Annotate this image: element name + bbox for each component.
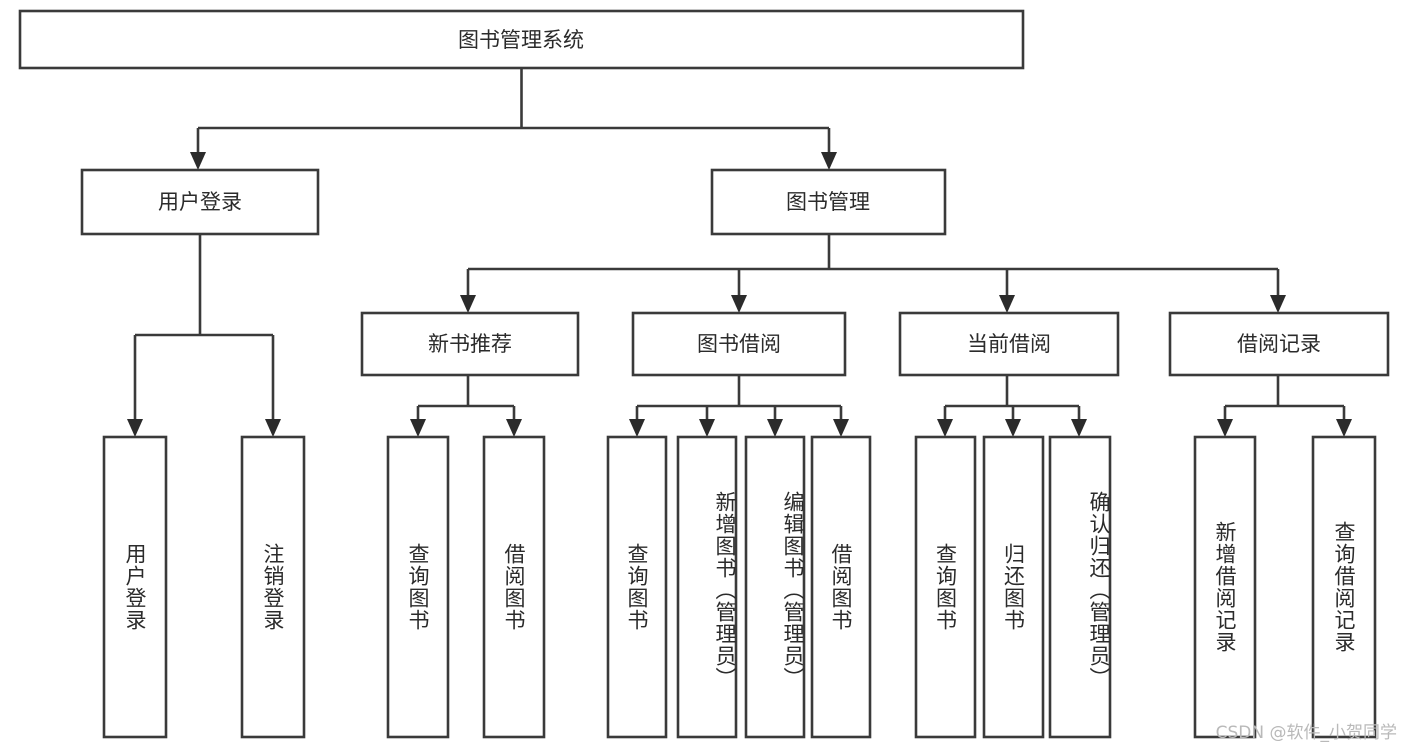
node-label-book-mgmt: 图书管理 (786, 190, 870, 214)
arrow-borrow-child-2 (699, 419, 715, 437)
node-label-current-borrow: 当前借阅 (967, 332, 1051, 356)
node-box-user-login[interactable] (80, 168, 320, 236)
node-layer: 图书管理系统 用户登录 图书管理 新书推荐 图书借阅 当前借阅 借阅记录 (18, 9, 1390, 739)
connector-layer (127, 68, 1352, 437)
node-label-borrow-record: 借阅记录 (1237, 332, 1321, 356)
node-box-leaf-query-book-1[interactable] (386, 435, 450, 739)
arrow-bookmgmt-child-4 (1270, 295, 1286, 313)
arrow-bookmgmt-child-2 (731, 295, 747, 313)
node-box-leaf-query-book-3[interactable] (914, 435, 977, 739)
node-box-leaf-borrow-book-1[interactable] (482, 435, 546, 739)
node-box-leaf-edit-book[interactable] (744, 435, 806, 739)
arrow-borrow-child-1 (629, 419, 645, 437)
arrow-root-to-user-login (190, 152, 206, 170)
node-box-leaf-query-book-2[interactable] (606, 435, 668, 739)
arrow-borrow-child-3 (767, 419, 783, 437)
node-box-new-book-rec[interactable] (360, 311, 580, 377)
arrow-newbook-child-1 (410, 419, 426, 437)
arrow-current-child-3 (1071, 419, 1087, 437)
arrow-borrow-child-4 (833, 419, 849, 437)
arrow-userlogin-child-2 (265, 419, 281, 437)
node-box-leaf-query-record[interactable] (1311, 435, 1377, 739)
node-box-borrow-record[interactable] (1168, 311, 1390, 377)
arrow-bookmgmt-child-1 (460, 295, 476, 313)
arrow-current-child-2 (1005, 419, 1021, 437)
csdn-watermark: CSDN @软件_小贺同学 (1215, 723, 1397, 743)
node-box-book-mgmt[interactable] (710, 168, 947, 236)
node-box-current-borrow[interactable] (898, 311, 1120, 377)
arrow-record-child-1 (1217, 419, 1233, 437)
node-box-leaf-logout[interactable] (240, 435, 306, 739)
arrow-current-child-1 (937, 419, 953, 437)
node-label-root: 图书管理系统 (458, 28, 584, 52)
arrow-root-to-book-mgmt (821, 152, 837, 170)
node-box-leaf-add-record[interactable] (1193, 435, 1257, 739)
node-label-book-borrow: 图书借阅 (697, 332, 781, 356)
node-box-leaf-add-book[interactable] (676, 435, 738, 739)
node-box-root[interactable] (18, 9, 1025, 70)
arrow-userlogin-child-1 (127, 419, 143, 437)
node-label-user-login: 用户登录 (158, 190, 242, 214)
node-box-leaf-return-book[interactable] (982, 435, 1045, 739)
node-box-leaf-user-login[interactable] (102, 435, 168, 739)
arrow-bookmgmt-child-3 (999, 295, 1015, 313)
arrow-record-child-2 (1336, 419, 1352, 437)
node-box-leaf-borrow-book-2[interactable] (810, 435, 872, 739)
node-box-leaf-confirm-return[interactable] (1048, 435, 1112, 739)
arrow-newbook-child-2 (506, 419, 522, 437)
node-label-new-book-rec: 新书推荐 (428, 332, 512, 356)
node-box-book-borrow[interactable] (631, 311, 847, 377)
